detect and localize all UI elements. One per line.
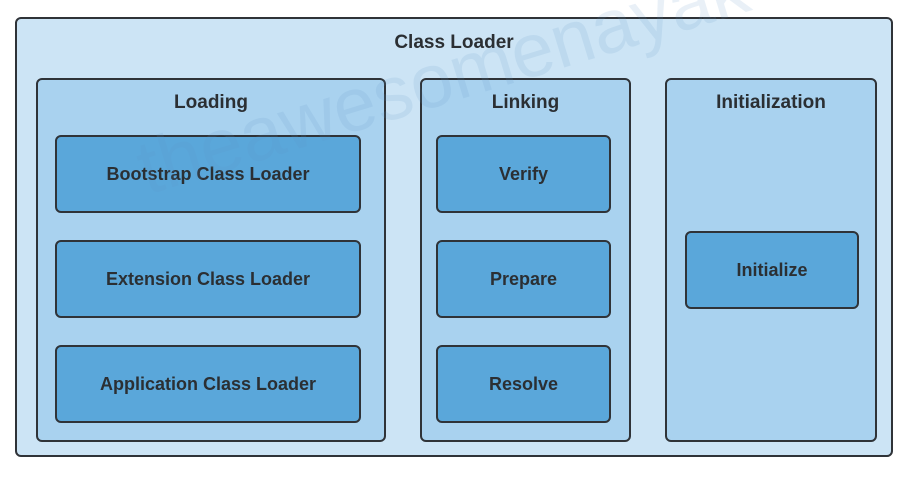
class-loader-container: Class Loader Loading Bootstrap Class Loa…: [15, 0, 893, 457]
initialization-panel: Initialization Initialize: [665, 78, 877, 442]
loading-panel-title: Loading: [174, 92, 248, 113]
initialization-panel-title: Initialization: [716, 92, 826, 113]
class-loader-title: Class Loader: [394, 32, 514, 53]
prepare-box: Prepare: [436, 240, 611, 318]
initialize-box: Initialize: [685, 231, 859, 309]
resolve-box: Resolve: [436, 345, 611, 423]
linking-panel: Linking Verify Prepare Resolve: [420, 78, 631, 442]
application-class-loader-box: Application Class Loader: [55, 345, 361, 423]
verify-box: Verify: [436, 135, 611, 213]
bootstrap-class-loader-box: Bootstrap Class Loader: [55, 135, 361, 213]
extension-class-loader-box: Extension Class Loader: [55, 240, 361, 318]
loading-panel: Loading Bootstrap Class Loader Extension…: [36, 78, 386, 442]
linking-panel-title: Linking: [491, 92, 560, 113]
